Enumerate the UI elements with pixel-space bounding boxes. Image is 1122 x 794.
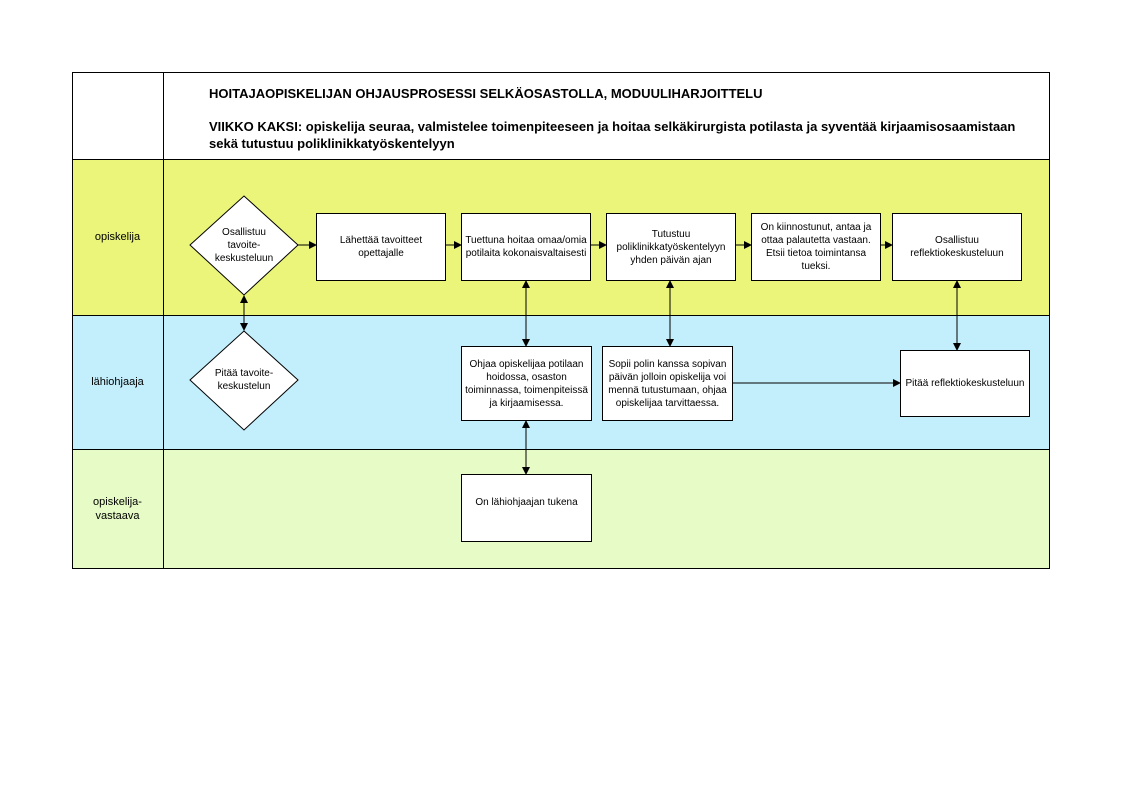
diagram-subtitle: VIIKKO KAKSI: opiskelija seuraa, valmist… bbox=[209, 119, 1016, 151]
step-hold-reflection: Pitää reflektiokeskusteluun bbox=[900, 350, 1030, 417]
step-support-supervisor: On lähiohjaajan tukena bbox=[461, 474, 592, 542]
decision-1-text: Osallistuu tavoite-keskusteluun bbox=[214, 226, 274, 264]
step-care-patients: Tuettuna hoitaa omaa/omia potilaita koko… bbox=[461, 213, 591, 281]
diagram-title: HOITAJAOPISKELIJAN OHJAUSPROSESSI SELKÄO… bbox=[209, 86, 763, 101]
step-clinic-visit: Tutustuu poliklinikkatyöskentelyyn yhden… bbox=[606, 213, 736, 281]
lane-label-lahiohjaaja: lähiohjaaja bbox=[72, 315, 163, 449]
header-row bbox=[72, 72, 1049, 159]
lane-label-lahiohjaaja-text: lähiohjaaja bbox=[91, 376, 144, 388]
lane-label-opiskelija-text: opiskelija bbox=[94, 231, 141, 243]
step-reflection-participate: Osallistuu reflektiokeskusteluun bbox=[892, 213, 1022, 281]
step-arrange-clinic: Sopii polin kanssa sopivan päivän jolloi… bbox=[602, 346, 733, 421]
lane-label-vastaava-line1: opiskelija- bbox=[93, 495, 142, 508]
step-feedback: On kiinnostunut, antaa ja ottaa palautet… bbox=[751, 213, 881, 281]
step-guide-student: Ohjaa opiskelijaa potilaan hoidossa, osa… bbox=[461, 346, 592, 421]
step-send-goals: Lähettää tavoitteet opettajalle bbox=[316, 213, 446, 281]
decision-diamond-2 bbox=[189, 330, 299, 431]
decision-2-text: Pitää tavoite-keskustelun bbox=[214, 368, 274, 392]
lane-label-vastaava-line2: vastaava bbox=[95, 509, 140, 522]
lane-label-opiskelija: opiskelija bbox=[72, 159, 163, 315]
lane-label-vastaava: opiskelija- vastaava bbox=[72, 449, 163, 568]
